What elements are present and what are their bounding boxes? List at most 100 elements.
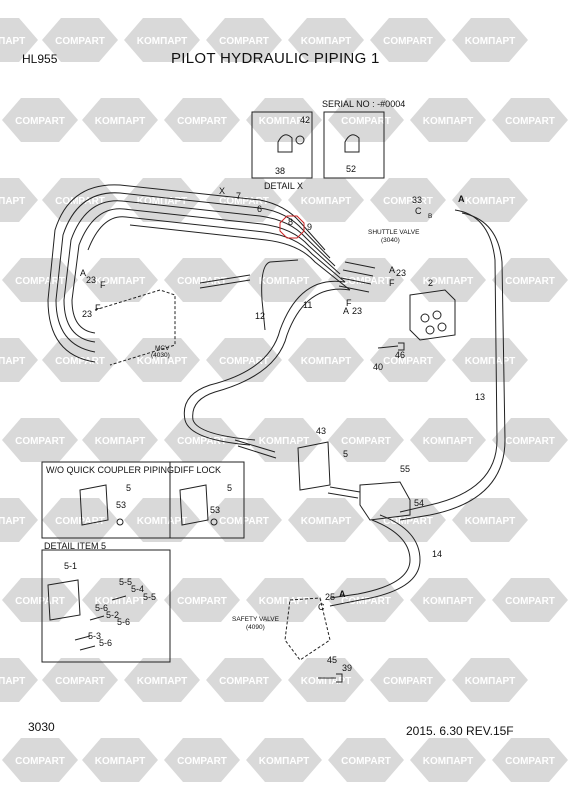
safety-valve-number: (4090) bbox=[246, 624, 265, 631]
callout-b: B bbox=[428, 213, 433, 220]
watermark-tile: KOMПАРТ bbox=[124, 338, 200, 382]
watermark-tile: KOMПАРТ bbox=[288, 498, 364, 542]
svg-text:KOMПАРТ: KOMПАРТ bbox=[465, 36, 515, 47]
watermark-tile: COMPART bbox=[328, 738, 404, 782]
svg-text:COMPART: COMPART bbox=[341, 596, 391, 607]
callout-33: 33 bbox=[412, 195, 423, 205]
watermark-tile: KOMПАРТ bbox=[82, 258, 158, 302]
callout-a-right1: A bbox=[389, 265, 396, 275]
svg-text:COMPART: COMPART bbox=[177, 436, 227, 447]
svg-text:KOMПАРТ: KOMПАРТ bbox=[95, 436, 145, 447]
watermark-tile: COMPART bbox=[206, 658, 282, 702]
svg-text:KOMПАРТ: KOMПАРТ bbox=[301, 516, 351, 527]
callout-q5: 5 bbox=[126, 483, 132, 493]
svg-text:COMPART: COMPART bbox=[15, 116, 65, 127]
svg-text:KOMПАРТ: KOMПАРТ bbox=[0, 676, 25, 687]
watermark-tile: COMPART bbox=[42, 178, 118, 222]
watermark-tile: COMPART bbox=[492, 578, 568, 622]
svg-text:COMPART: COMPART bbox=[383, 356, 433, 367]
detail-x-box bbox=[251, 111, 313, 179]
svg-text:KOMПАРТ: KOMПАРТ bbox=[0, 516, 25, 527]
svg-text:COMPART: COMPART bbox=[55, 36, 105, 47]
callout-5-6a: 5-6 bbox=[95, 603, 109, 613]
page-number: 3030 bbox=[28, 720, 55, 734]
svg-text:KOMПАРТ: KOMПАРТ bbox=[95, 116, 145, 127]
callout-x: X bbox=[219, 186, 226, 196]
watermark-tile: KOMПАРТ bbox=[82, 98, 158, 142]
svg-text:KOMПАРТ: KOMПАРТ bbox=[137, 676, 187, 687]
mcv-label: MCV bbox=[155, 345, 170, 352]
watermark-tile: KOMПАРТ bbox=[288, 338, 364, 382]
callout-23-right1: 23 bbox=[396, 268, 407, 278]
shuttle-valve-number: (3040) bbox=[381, 237, 400, 244]
svg-text:COMPART: COMPART bbox=[177, 596, 227, 607]
svg-text:KOMПАРТ: KOMПАРТ bbox=[259, 756, 309, 767]
watermark-tile: KOMПАРТ bbox=[0, 658, 38, 702]
page-title: PILOT HYDRAULIC PIPING 1 bbox=[171, 50, 380, 67]
svg-text:KOMПАРТ: KOMПАРТ bbox=[0, 356, 25, 367]
watermark-tile: COMPART bbox=[492, 738, 568, 782]
callout-8: 8 bbox=[288, 217, 294, 227]
watermark-tile: KOMПАРТ bbox=[452, 178, 528, 222]
svg-text:KOMПАРТ: KOMПАРТ bbox=[259, 436, 309, 447]
svg-text:KOMПАРТ: KOMПАРТ bbox=[95, 276, 145, 287]
svg-text:KOMПАРТ: KOMПАРТ bbox=[301, 196, 351, 207]
watermark-tile: COMPART bbox=[328, 418, 404, 462]
callout-a-right2: A bbox=[343, 306, 350, 316]
svg-text:COMPART: COMPART bbox=[505, 596, 555, 607]
watermark-tile: KOMПАРТ bbox=[246, 98, 322, 142]
watermark-tile: KOMПАРТ bbox=[288, 18, 364, 62]
callout-c-safety: C bbox=[318, 602, 325, 612]
svg-text:KOMПАРТ: KOMПАРТ bbox=[95, 596, 145, 607]
callout-52: 52 bbox=[346, 164, 357, 174]
svg-text:COMPART: COMPART bbox=[15, 436, 65, 447]
svg-text:COMPART: COMPART bbox=[505, 756, 555, 767]
callout-23-left1: 23 bbox=[86, 275, 97, 285]
callout-13: 13 bbox=[475, 392, 486, 402]
watermark-tile: COMPART bbox=[328, 98, 404, 142]
watermark-tile: COMPART bbox=[42, 338, 118, 382]
callout-6: 6 bbox=[257, 204, 263, 214]
svg-text:COMPART: COMPART bbox=[55, 356, 105, 367]
svg-text:KOMПАРТ: KOMПАРТ bbox=[423, 116, 473, 127]
revision-text: 2015. 6.30 REV.15F bbox=[406, 724, 514, 738]
callout-a-safety: A bbox=[339, 589, 346, 599]
watermark-tile: KOMПАРТ bbox=[0, 498, 38, 542]
callout-12: 12 bbox=[255, 311, 266, 321]
svg-text:COMPART: COMPART bbox=[341, 756, 391, 767]
callout-d53: 53 bbox=[210, 505, 221, 515]
svg-text:KOMПАРТ: KOMПАРТ bbox=[465, 676, 515, 687]
watermark-tile: KOMПАРТ bbox=[124, 18, 200, 62]
watermark-tile: KOMПАРТ bbox=[246, 258, 322, 302]
callout-39: 39 bbox=[342, 663, 353, 673]
watermark-tile: KOMПАРТ bbox=[0, 178, 38, 222]
serial-label: SERIAL NO : -#0004 bbox=[322, 99, 406, 109]
watermark-tile: COMPART bbox=[206, 178, 282, 222]
watermark-tile: COMPART bbox=[2, 738, 78, 782]
watermark-tile: COMPART bbox=[42, 498, 118, 542]
callout-5-4: 5-4 bbox=[131, 584, 145, 594]
svg-text:KOMПАРТ: KOMПАРТ bbox=[137, 36, 187, 47]
shuttle-valve-label: SHUTTLE VALVE bbox=[368, 229, 420, 236]
watermark-tile: COMPART bbox=[42, 658, 118, 702]
callout-23-right2: 23 bbox=[352, 306, 363, 316]
svg-text:COMPART: COMPART bbox=[383, 36, 433, 47]
svg-text:COMPART: COMPART bbox=[341, 436, 391, 447]
watermark-tile: COMPART bbox=[164, 578, 240, 622]
svg-text:KOMПАРТ: KOMПАРТ bbox=[259, 116, 309, 127]
callout-45: 45 bbox=[327, 655, 338, 665]
detail-item5-box bbox=[41, 549, 171, 663]
svg-text:KOMПАРТ: KOMПАРТ bbox=[301, 676, 351, 687]
svg-text:COMPART: COMPART bbox=[219, 196, 269, 207]
svg-text:KOMПАРТ: KOMПАРТ bbox=[137, 516, 187, 527]
svg-text:COMPART: COMPART bbox=[177, 116, 227, 127]
watermark-tile: KOMПАРТ bbox=[410, 258, 486, 302]
svg-text:COMPART: COMPART bbox=[341, 276, 391, 287]
watermark-tile: KOMПАРТ bbox=[82, 578, 158, 622]
callout-25: 25 bbox=[325, 592, 336, 602]
svg-text:COMPART: COMPART bbox=[15, 596, 65, 607]
watermark-tile: KOMПАРТ bbox=[82, 418, 158, 462]
callout-11: 11 bbox=[303, 300, 313, 310]
